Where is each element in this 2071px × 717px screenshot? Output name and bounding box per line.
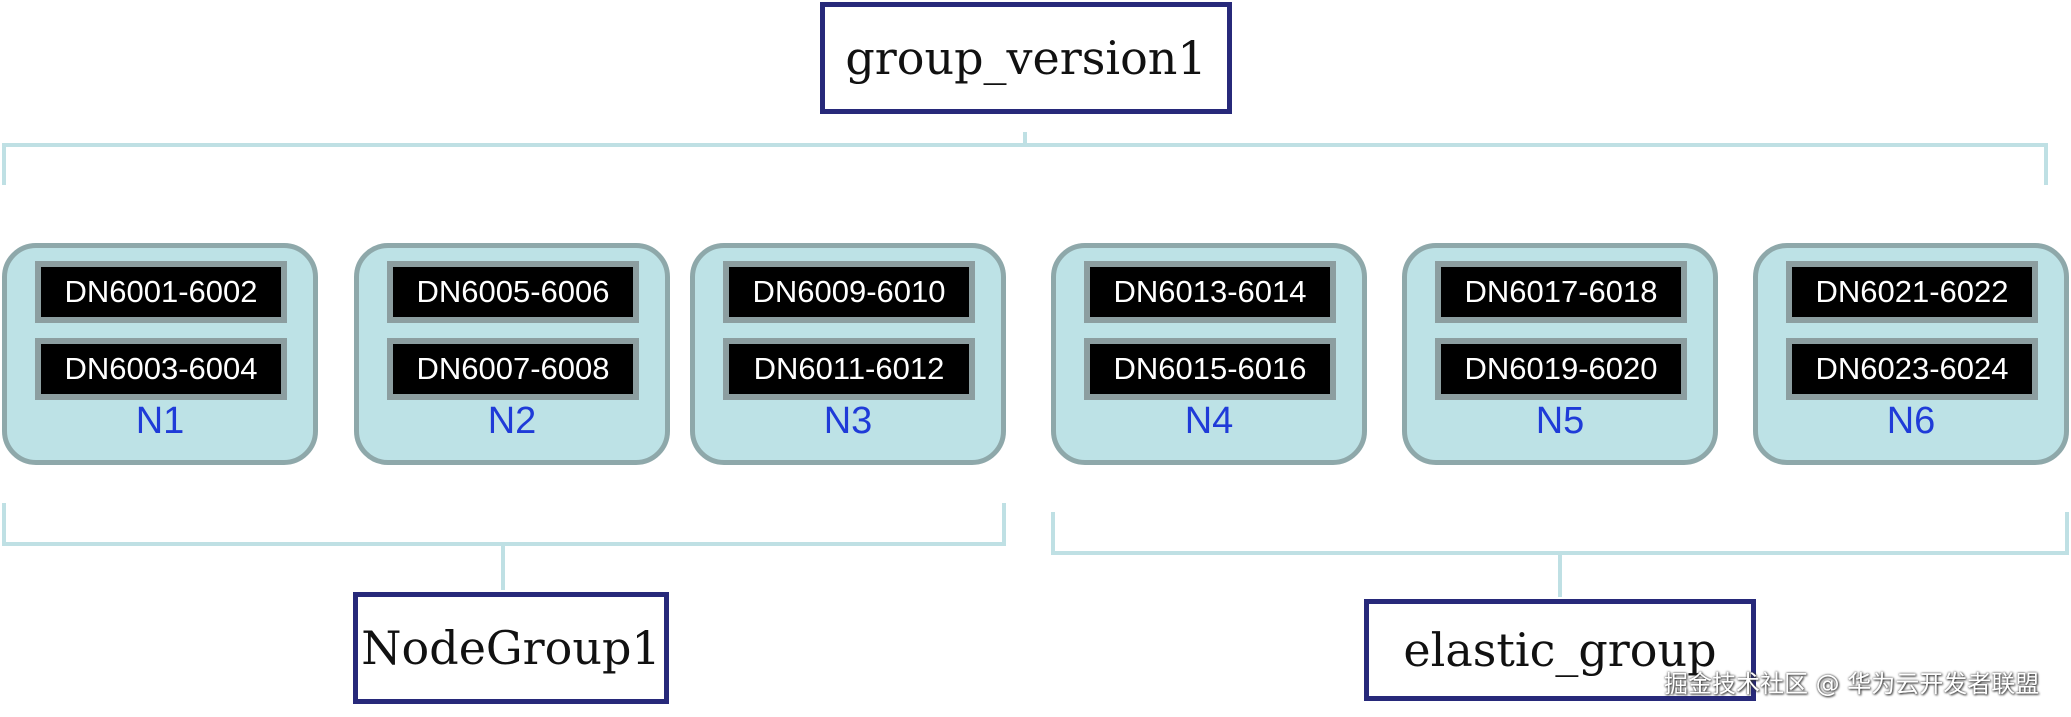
left-brace bbox=[2, 503, 1006, 590]
elastic-group-box: elastic_group bbox=[1364, 599, 1756, 701]
node-label: N4 bbox=[1184, 400, 1234, 442]
group-version-box: group_version1 bbox=[820, 2, 1232, 114]
node-label: N2 bbox=[487, 400, 537, 442]
node-label: N1 bbox=[135, 400, 185, 442]
right-brace bbox=[1051, 512, 2069, 597]
group-version-label: group_version1 bbox=[845, 31, 1207, 85]
dn-block: DN6007-6008 bbox=[387, 338, 639, 400]
dn-block: DN6017-6018 bbox=[1435, 261, 1687, 323]
dn-block: DN6013-6014 bbox=[1084, 261, 1336, 323]
dn-block: DN6009-6010 bbox=[723, 261, 975, 323]
node-label: N5 bbox=[1535, 400, 1585, 442]
dn-block: DN6021-6022 bbox=[1786, 261, 2038, 323]
dn-block: DN6023-6024 bbox=[1786, 338, 2038, 400]
nodegroup-box: NodeGroup1 bbox=[353, 592, 669, 704]
node-n4: DN6013-6014 DN6015-6016 N4 bbox=[1051, 243, 1367, 465]
nodegroup-label: NodeGroup1 bbox=[361, 621, 661, 675]
elastic-group-label: elastic_group bbox=[1403, 623, 1717, 677]
node-n3: DN6009-6010 DN6011-6012 N3 bbox=[690, 243, 1006, 465]
watermark-text: 掘金技术社区 @ 华为云开发者联盟 bbox=[1664, 670, 2040, 698]
node-label: N6 bbox=[1886, 400, 1936, 442]
node-n1: DN6001-6002 DN6003-6004 N1 bbox=[2, 243, 318, 465]
dn-block: DN6003-6004 bbox=[35, 338, 287, 400]
top-brace bbox=[2, 132, 2048, 185]
node-n6: DN6021-6022 DN6023-6024 N6 bbox=[1753, 243, 2069, 465]
node-n2: DN6005-6006 DN6007-6008 N2 bbox=[354, 243, 670, 465]
dn-block: DN6005-6006 bbox=[387, 261, 639, 323]
dn-block: DN6015-6016 bbox=[1084, 338, 1336, 400]
node-label: N3 bbox=[823, 400, 873, 442]
dn-block: DN6001-6002 bbox=[35, 261, 287, 323]
dn-block: DN6019-6020 bbox=[1435, 338, 1687, 400]
node-n5: DN6017-6018 DN6019-6020 N5 bbox=[1402, 243, 1718, 465]
dn-block: DN6011-6012 bbox=[723, 338, 975, 400]
